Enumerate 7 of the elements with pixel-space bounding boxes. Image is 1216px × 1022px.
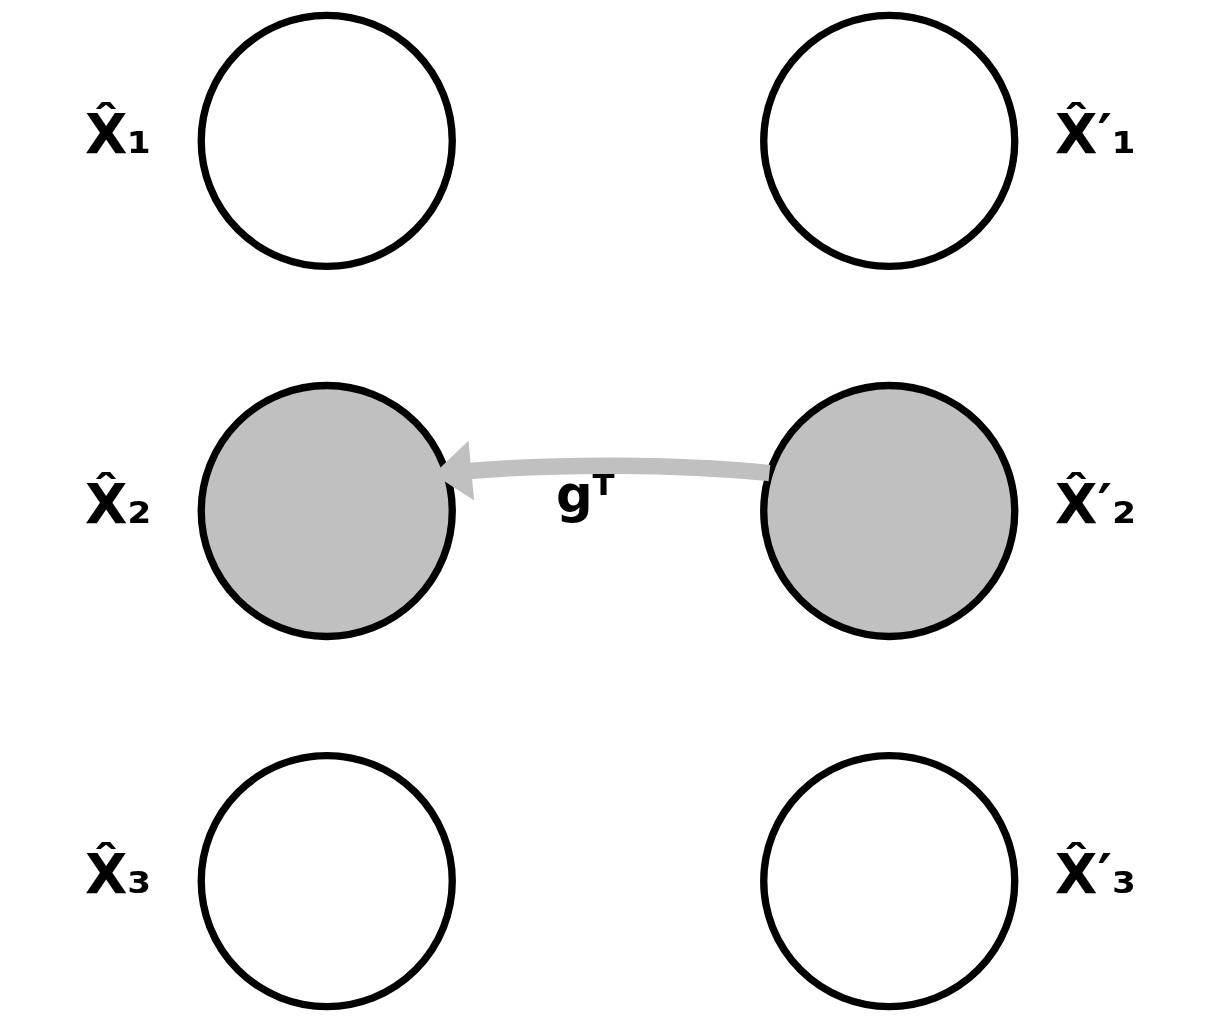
node-label: X̂′₁: [1055, 101, 1136, 166]
node-label: X̂₃: [84, 842, 152, 907]
edge-label: gᵀ: [555, 463, 615, 524]
node-label: X̂₂: [84, 471, 152, 536]
node-label: X̂′₂: [1055, 471, 1136, 536]
node-label: X̂₁: [84, 101, 152, 166]
node-label: X̂′₃: [1055, 842, 1136, 907]
